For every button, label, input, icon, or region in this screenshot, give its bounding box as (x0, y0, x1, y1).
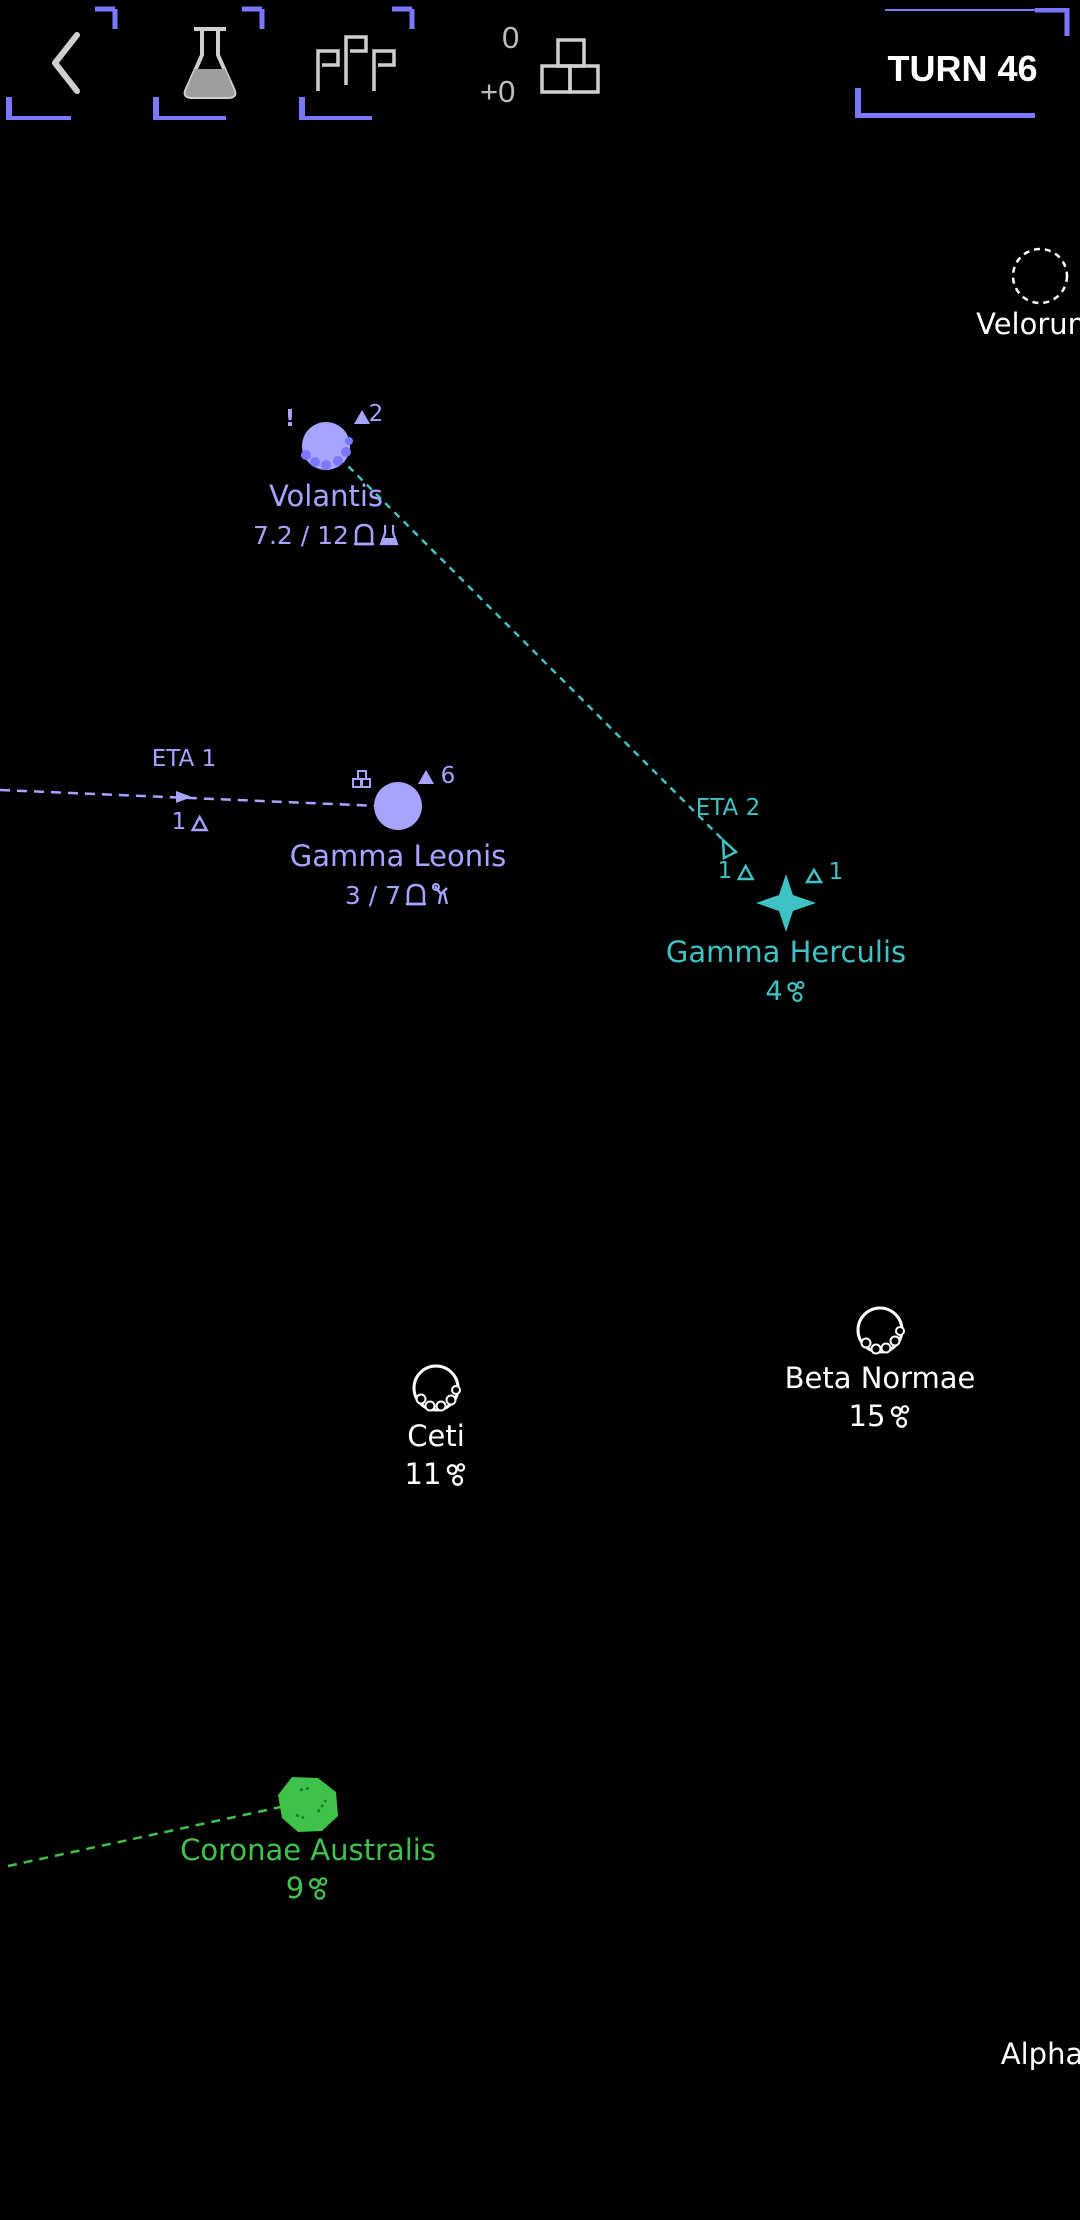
system-gamma-leonis-icon[interactable] (374, 782, 422, 830)
stats-value: 15 (848, 1399, 886, 1433)
fleet-count-gamma-leonis: 6 (440, 763, 456, 789)
system-stats-coronae-australis: 9 (286, 1874, 330, 1903)
population-icon (787, 980, 805, 1002)
building-icon (352, 770, 371, 788)
stats-value: 7.2 / 12 (253, 520, 349, 550)
system-label-velorum[interactable]: Velorum (976, 307, 1080, 341)
population-icon (309, 1876, 328, 1900)
fleets-button[interactable] (298, 5, 416, 122)
tools-icon (432, 883, 449, 905)
blocks-icon (540, 38, 600, 94)
population-icon (446, 1462, 466, 1486)
fleet-triangle-icon (190, 813, 209, 831)
fleet-triangle-icon (354, 410, 370, 424)
system-label-gamma-leonis[interactable]: Gamma Leonis (289, 839, 507, 873)
fleet-ships-label: 1 (718, 860, 755, 883)
system-label-beta-normae[interactable]: Beta Normae (784, 1361, 976, 1395)
system-label-gamma-herculis[interactable]: Gamma Herculis (665, 935, 907, 969)
fleet-triangle-icon (736, 862, 755, 880)
alert-marker: ! (284, 406, 296, 432)
system-ceti-icon[interactable] (412, 1364, 461, 1412)
system-velorum-icon[interactable] (1011, 247, 1069, 305)
stats-value: 9 (285, 1871, 305, 1905)
system-stats-ceti: 11 (405, 1460, 468, 1489)
fleet-ship-count: 1 (171, 809, 187, 835)
fleet-eta-label: ETA 1 (151, 746, 217, 772)
fleet-count-gamma-herculis: 1 (828, 859, 844, 885)
fleet-triangle-icon (418, 770, 434, 784)
stats-value: 3 / 7 (344, 880, 402, 910)
stats-value: 11 (404, 1457, 442, 1491)
system-stats-volantis: 7.2 / 12 (253, 522, 399, 548)
system-label-coronae-australis[interactable]: Coronae Australis (180, 1833, 436, 1867)
system-beta-normae-icon[interactable] (856, 1306, 905, 1355)
route-fleet-to-gamma-leonis (0, 788, 381, 808)
resource-value: 0 (502, 20, 520, 55)
system-stats-gamma-leonis: 3 / 7 (345, 882, 451, 908)
back-button[interactable] (5, 5, 120, 122)
route-coronae-australis (7, 1803, 291, 1868)
system-label-alpha[interactable]: Alpha (1000, 2037, 1080, 2071)
ships-icon (316, 35, 396, 91)
system-stats-beta-normae: 15 (849, 1402, 912, 1431)
resource-delta: +0 (480, 74, 516, 109)
fleet-count-volantis: 2 (368, 401, 384, 427)
fleet-triangle-icon (804, 867, 824, 884)
fleet-ships-label: 1 (172, 811, 209, 834)
fleet-ship-count: 1 (717, 858, 733, 884)
system-gamma-herculis-icon[interactable] (756, 874, 816, 932)
chevron-left-icon (52, 32, 80, 94)
fleet-arrow-icon[interactable] (721, 836, 739, 860)
resource-counter[interactable]: 0 +0 (470, 12, 620, 117)
fleet-eta-label: ETA 2 (695, 795, 761, 821)
flask-icon (183, 27, 237, 99)
route-volantis-to-gamma-herculis (329, 447, 729, 846)
population-icon (890, 1404, 910, 1428)
research-button[interactable] (152, 5, 267, 122)
turn-label: TURN 46 (887, 48, 1038, 89)
system-volantis-icon[interactable] (301, 422, 353, 470)
flask-icon (379, 525, 399, 546)
system-coronae-australis-icon[interactable] (278, 1777, 338, 1832)
system-label-ceti[interactable]: Ceti (407, 1419, 465, 1453)
end-turn-button[interactable]: TURN 46 (855, 8, 1070, 118)
stats-value: 4 (765, 976, 783, 1007)
bell-icon (353, 523, 374, 546)
bell-icon (406, 883, 427, 906)
system-label-volantis[interactable]: Volantis (268, 479, 384, 513)
fleet-arrow-icon[interactable] (176, 791, 192, 803)
system-stats-gamma-herculis: 4 (765, 978, 806, 1005)
